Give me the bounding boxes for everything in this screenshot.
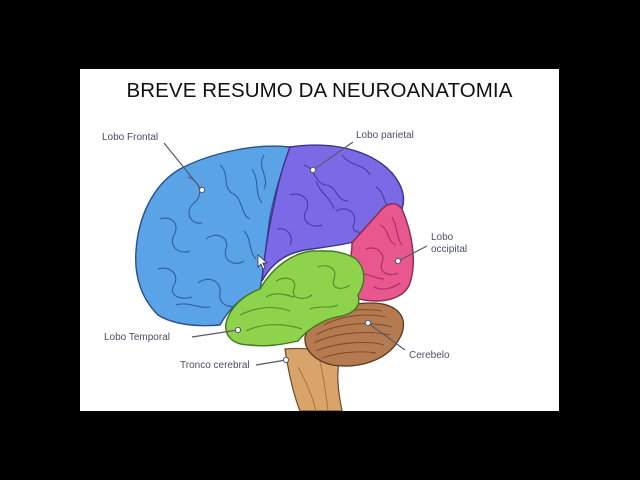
label-occipital-lobe-line1: Lobo bbox=[431, 232, 454, 243]
label-brainstem: Tronco cerebral bbox=[180, 360, 250, 371]
cerebellum-marker bbox=[365, 320, 370, 325]
label-occipital-lobe-line2: occipital bbox=[431, 244, 467, 255]
slide: BREVE RESUMO DA NEUROANATOMIA bbox=[80, 69, 559, 411]
brainstem-marker bbox=[283, 357, 288, 362]
label-cerebellum: Cerebelo bbox=[409, 350, 450, 361]
occipital-marker bbox=[395, 258, 400, 263]
label-frontal-lobe: Lobo Frontal bbox=[102, 132, 158, 143]
frontal-marker bbox=[199, 187, 204, 192]
temporal-marker bbox=[235, 327, 240, 332]
brain-diagram: Lobo Frontal Lobo parietal Lobo occipita… bbox=[80, 69, 559, 411]
label-temporal-lobe: Lobo Temporal bbox=[104, 332, 170, 343]
label-parietal-lobe: Lobo parietal bbox=[356, 130, 414, 141]
parietal-marker bbox=[310, 167, 315, 172]
